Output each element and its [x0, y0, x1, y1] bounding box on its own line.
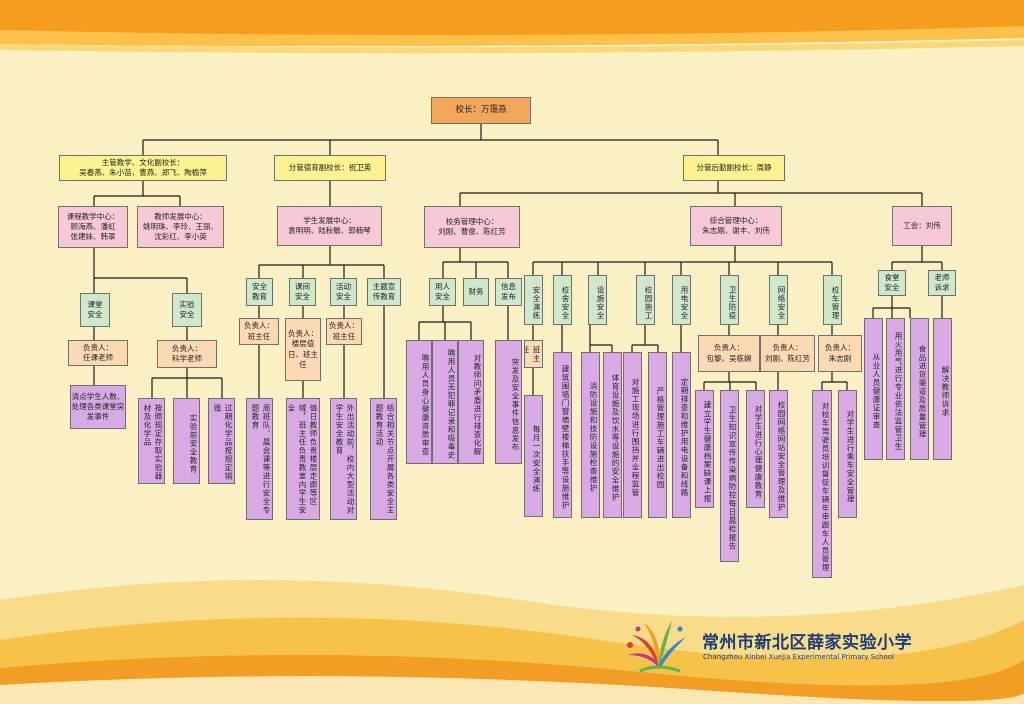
safety-education-task: 周班队、晨会课等进行安全专题教育 [246, 398, 273, 520]
curriculum-center-box: 课程教学中心： 顾海燕、潘虹 张建妹、韩翠 [58, 206, 128, 248]
teacher-complaint-box: 老师 诉求 [928, 270, 956, 296]
activity-task: 外出活动前，校内大型活动对学生安全教育 [330, 398, 357, 520]
network-task: 校园网络网站安全管理及维护 [769, 390, 788, 518]
hr-safety-box: 用人 安全 [429, 278, 456, 306]
moral-deputy-box: 分管德育副校长：祝卫英 [274, 155, 386, 181]
network-resp: 负责人： 刘刚、陈红芳 [760, 335, 815, 372]
facility-task-2: 体育设施及饮水等设施的安全维护 [603, 352, 622, 518]
campus-building-box: 校舍安全 [553, 275, 572, 325]
teaching-deputy-box: 主管教学、文化副校长： 吴春燕、朱小苗、曹燕、郑飞、陶榆萍 [59, 155, 227, 181]
lab-task-1: 按照规定存取实验器材及化学品 [138, 398, 165, 484]
school-name-en: Changzhou Xinbei Xuejia Experimental Pri… [703, 653, 895, 661]
teacher-dev-center-box: 教师发展中心： 姚明珠、李玲、王丽、 沈彩红、李小英 [137, 206, 224, 248]
classroom-resp-box: 负责人： 任课老师 [68, 340, 128, 366]
canteen-safety-box: 食堂 安全 [878, 270, 906, 296]
general-center-box: 综合管理中心： 朱志刚、谢丰、刘伟 [690, 206, 782, 246]
construction-box: 校园施工 [636, 275, 655, 325]
facility-safety-box: 设施安全 [588, 275, 607, 325]
electric-task: 定期排查和维护用电设备和线路 [672, 352, 691, 518]
theme-task: 结合相关节点开展各类安全主题教育活动 [370, 398, 397, 520]
construction-task-1: 对施工现场进行围挡并全程监管 [623, 352, 642, 518]
drill-task: 每月一次安全演练 [524, 395, 543, 517]
info-task: 突发及安全事件信息发布 [495, 340, 522, 464]
activity-safety-box: 活动 安全 [330, 278, 357, 306]
classroom-safety-box: 课堂 安全 [80, 293, 110, 327]
break-resp: 负责人：楼层值日、班主任 [285, 318, 321, 381]
student-dev-center-box: 学生发展中心： 袁明明、陆秋敏、郭楠琴 [277, 206, 382, 246]
bus-resp: 负责人： 朱志刚 [818, 335, 862, 372]
hr-task-3: 对教师问矛盾进行排查化解 [458, 340, 484, 464]
campus-task: 建筑围墙门窗墙壁楼梯扶手等设施维护 [553, 352, 572, 518]
canteen-task-3: 用火用气进行专业依法监管卫生 [886, 318, 905, 460]
classroom-task-box: 清点学生人数、处理各类课堂突发事件 [70, 385, 126, 429]
facility-task-1: 消防设施和技防设施检查维护 [581, 352, 600, 518]
hr-task-2: 聘用人员无犯罪记录和吸毒史 [432, 340, 458, 464]
activity-resp: 负责人： 班主任 [326, 318, 362, 345]
canteen-task-2: 食品进货渠道及质量管理 [910, 318, 929, 460]
bus-task-2: 对学生进行乘车安全管理 [838, 390, 857, 518]
theme-education-box: 主题宣 传教育 [367, 278, 401, 306]
affairs-center-box: 校务管理中心： 刘刚、曹俊、陈红芳 [424, 206, 520, 248]
principal-box: 校长：万霭燕 [431, 97, 531, 124]
break-safety-box: 课间 安全 [289, 278, 316, 306]
bus-task-1: 对校车驾驶员培训督促车辆年审跟车人员管理 [812, 390, 832, 578]
health-task-1: 建立学生健康档案缺课上报 [695, 390, 714, 508]
health-task-2: 卫生知识宣传传染病防控每日晨检报告 [720, 390, 739, 562]
network-safety-box: 网络安全 [769, 275, 788, 325]
lab-task-2: 实验前安全教育 [173, 398, 200, 484]
lab-safety-box: 实验 安全 [172, 293, 202, 327]
break-task: 值日教师负责楼层走廊等区域，班主任负责教室内学生安全 [286, 398, 320, 520]
lab-resp-box: 负责人： 科学老师 [157, 340, 217, 368]
complaint-task: 解决教师诉求 [933, 318, 952, 460]
health-task-3: 对学生进行心理健康教育 [746, 390, 765, 508]
hr-task-1: 聘用人员身心健康资质审查 [406, 340, 432, 464]
info-release-box: 信息 发布 [495, 278, 522, 306]
electric-safety-box: 用电安全 [672, 275, 691, 325]
canteen-task-1: 从业人员健康证审查 [864, 318, 883, 460]
safety-education-box: 安全 教育 [246, 278, 273, 306]
health-resp: 负责人： 包黎、吴栋娴 [698, 335, 760, 372]
health-box: 卫生防疫 [720, 275, 739, 325]
school-bus-box: 校车管理 [823, 275, 842, 325]
school-name-cn: 常州市新北区薛家实验小学 [702, 633, 912, 653]
safety-education-resp: 负责人： 班主任 [239, 318, 279, 345]
school-logo-icon [627, 621, 686, 673]
finance-box: 财务 [463, 278, 489, 306]
drill-box: 安全演练 [524, 275, 543, 325]
logistics-deputy-box: 分管后勤副校长：周静 [683, 155, 785, 181]
drill-resp: 班主任 [524, 340, 543, 368]
lab-task-3: 过期化学品按规定销毁 [208, 398, 235, 484]
construction-task-2: 严格管理施工车辆进出校园 [648, 352, 667, 518]
union-box: 工会：刘伟 [892, 206, 952, 246]
